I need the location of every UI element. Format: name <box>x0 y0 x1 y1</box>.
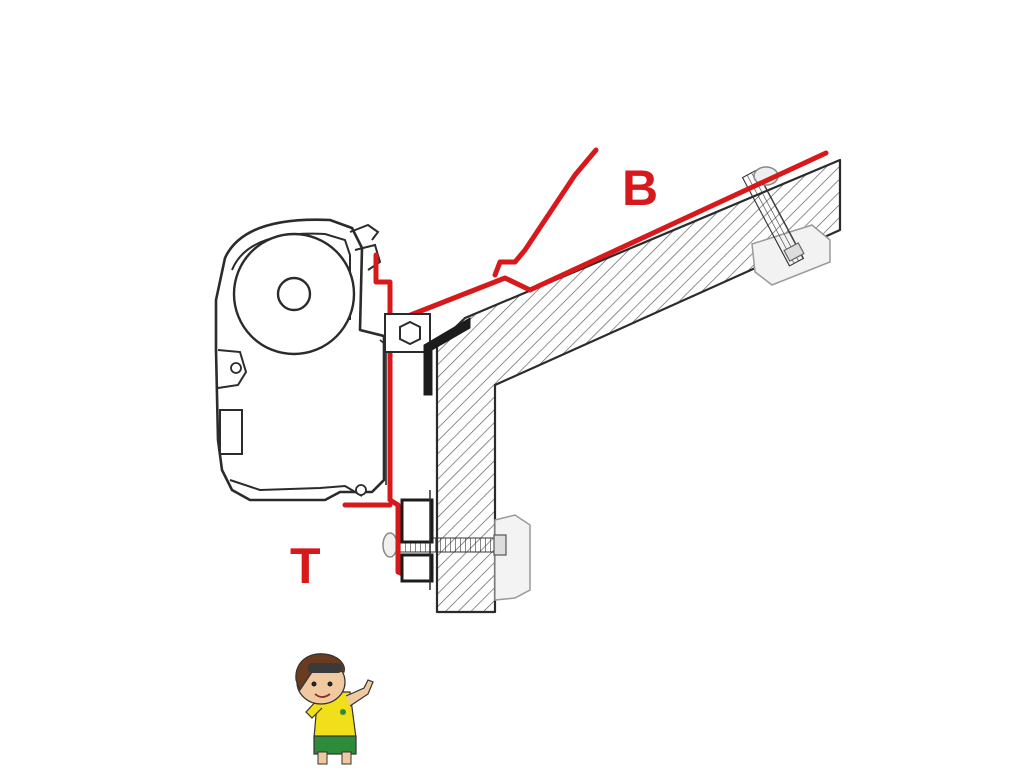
wall-bolt <box>382 514 531 601</box>
label-t: T <box>290 538 321 594</box>
red-adapter-profile <box>342 147 829 581</box>
awning-cassette <box>214 218 387 502</box>
roof-wall-section <box>435 158 842 614</box>
label-b: B <box>622 160 658 216</box>
roof-bolt <box>741 166 831 286</box>
boy-waving-mascot-icon <box>295 653 374 765</box>
mounting-bracket <box>384 313 471 590</box>
